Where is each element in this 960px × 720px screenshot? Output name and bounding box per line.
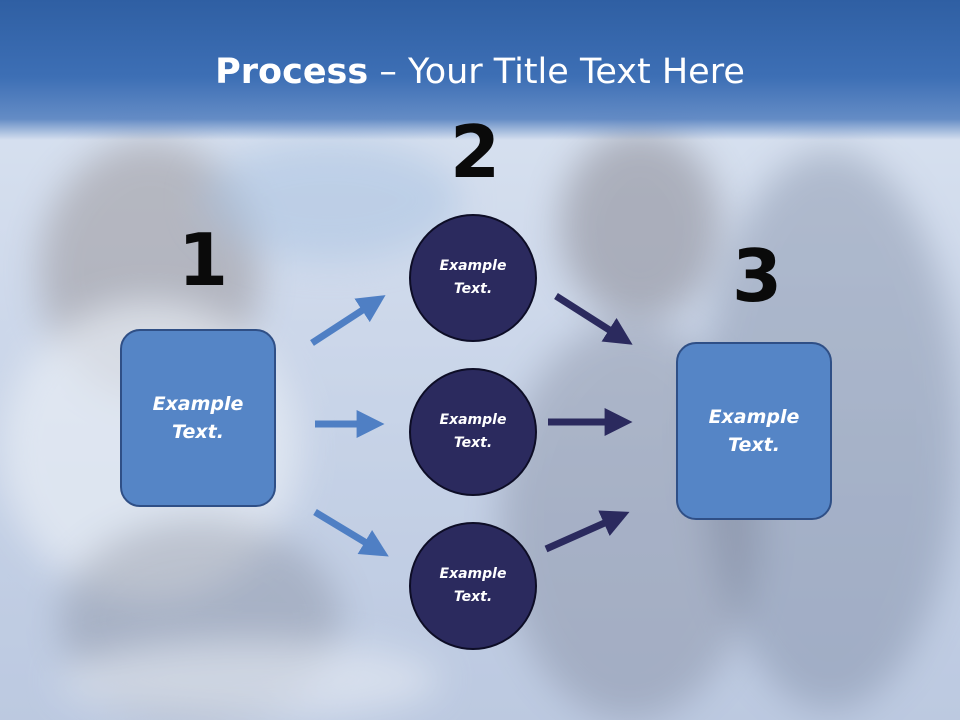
- circle-top: Example Text.: [409, 214, 537, 342]
- arrow-top-to-box3: [554, 293, 633, 345]
- step-1-box: Example Text.: [120, 329, 276, 507]
- step-1-line2: Text.: [172, 421, 224, 443]
- arrow-bottom-to-box3: [544, 510, 630, 553]
- circle-bottom-line1: Example: [439, 565, 507, 582]
- circle-middle-line2: Text.: [453, 435, 493, 451]
- circle-top-line1: Example: [439, 257, 507, 274]
- circle-middle: Example Text.: [409, 368, 537, 496]
- circle-middle-line1: Example: [439, 411, 507, 428]
- step-1-line1: Example: [152, 392, 244, 415]
- step-number-3: 3: [732, 234, 783, 318]
- arrow-box1-to-top: [310, 295, 386, 346]
- title-bold: Process: [215, 52, 369, 92]
- step-3-line1: Example: [708, 405, 800, 428]
- circle-bottom: Example Text.: [409, 522, 537, 650]
- step-3-line2: Text.: [728, 434, 780, 456]
- step-number-1: 1: [178, 218, 229, 302]
- step-3-box: Example Text.: [676, 342, 832, 520]
- title-band: [0, 0, 960, 140]
- circle-top-line2: Text.: [453, 281, 493, 297]
- circle-bottom-line2: Text.: [453, 589, 493, 605]
- step-number-2: 2: [450, 110, 501, 194]
- title-rest: – Your Title Text Here: [368, 52, 745, 92]
- page-title: Process – Your Title Text Here: [0, 52, 960, 92]
- arrow-box1-to-bottom: [313, 509, 389, 557]
